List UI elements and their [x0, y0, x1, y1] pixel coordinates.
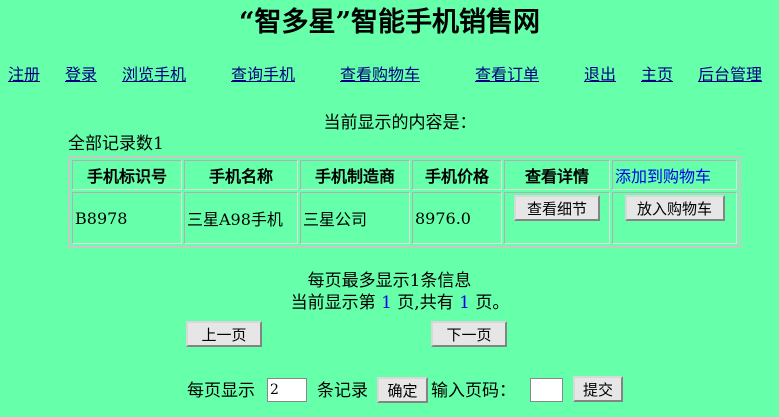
page-number-input[interactable] — [530, 378, 563, 402]
current-content-notice: 当前显示的内容是： — [323, 113, 477, 133]
prev-page-button[interactable]: 上一页 — [186, 321, 262, 347]
page-info-prefix: 当前显示第 — [290, 293, 376, 313]
nav-logout-link[interactable]: 退出 — [584, 65, 617, 84]
header-add-to-cart: 添加到购物车 — [612, 160, 737, 190]
current-page-number: 1 — [381, 293, 392, 313]
header-manufacturer: 手机制造商 — [300, 160, 410, 190]
add-to-cart-button[interactable]: 放入购物车 — [624, 195, 725, 221]
submit-button[interactable]: 提交 — [573, 376, 623, 402]
cell-details: 查看细节 — [504, 192, 610, 244]
nav-home-link[interactable]: 主页 — [641, 65, 674, 84]
page-info: 当前显示第 1 页,共有 1 页。 — [0, 292, 779, 314]
table-header-row: 手机标识号 手机名称 手机制造商 手机价格 查看详情 添加到购物车 — [72, 160, 737, 190]
cell-phone-name: 三星A98手机 — [184, 192, 298, 244]
nav-view-orders-link[interactable]: 查看订单 — [475, 65, 540, 84]
nav-search-phones-link[interactable]: 查询手机 — [231, 65, 296, 84]
per-page-label: 每页显示 — [187, 381, 255, 401]
nav-login-link[interactable]: 登录 — [65, 65, 98, 84]
cell-add-to-cart: 放入购物车 — [612, 192, 737, 244]
view-details-button[interactable]: 查看细节 — [514, 195, 600, 221]
nav-browse-phones-link[interactable]: 浏览手机 — [122, 65, 187, 84]
page-info-mid: 页,共有 — [397, 293, 454, 313]
confirm-button[interactable]: 确定 — [377, 377, 428, 403]
header-phone-name: 手机名称 — [184, 160, 298, 190]
cell-phone-id: B8978 — [72, 192, 182, 244]
nav-view-cart-link[interactable]: 查看购物车 — [340, 65, 421, 84]
page-info-suffix: 页。 — [475, 293, 510, 313]
header-phone-id: 手机标识号 — [72, 160, 182, 190]
total-pages-number: 1 — [459, 293, 470, 313]
phone-table: 手机标识号 手机名称 手机制造商 手机价格 查看详情 添加到购物车 B8978 … — [68, 156, 741, 248]
next-page-button[interactable]: 下一页 — [431, 321, 507, 347]
records-label: 条记录 — [317, 381, 368, 401]
page-input-label: 输入页码： — [431, 381, 516, 401]
nav-register-link[interactable]: 注册 — [8, 65, 41, 84]
table-row: B8978 三星A98手机 三星公司 8976.0 查看细节 放入购物车 — [72, 192, 737, 244]
header-price: 手机价格 — [412, 160, 502, 190]
site-title: “智多星”智能手机销售网 — [238, 7, 541, 38]
per-page-info: 每页最多显示1条信息 — [307, 271, 472, 291]
record-count: 全部记录数1 — [68, 134, 164, 154]
cell-manufacturer: 三星公司 — [300, 192, 410, 244]
cell-price: 8976.0 — [412, 192, 502, 244]
per-page-input[interactable] — [267, 378, 307, 402]
nav-admin-link[interactable]: 后台管理 — [698, 65, 763, 84]
header-details: 查看详情 — [504, 160, 610, 190]
